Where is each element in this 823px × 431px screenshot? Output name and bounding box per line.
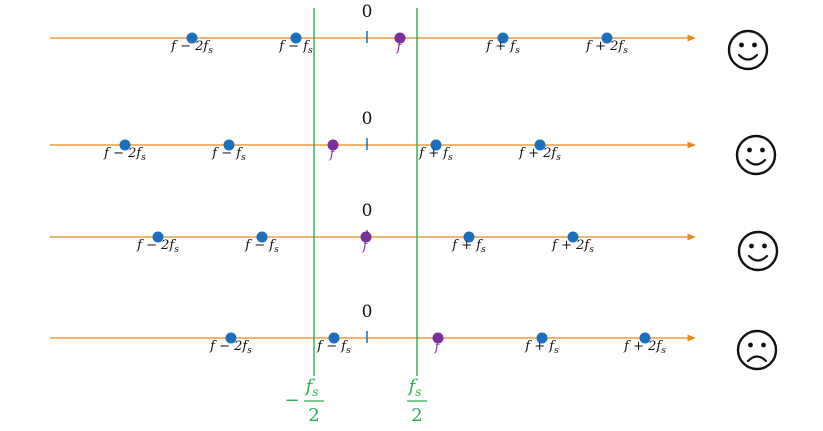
smiley-face-icon [727,29,769,71]
replica-label: f + fs [524,339,559,356]
replica-dot [430,139,442,151]
boundary-numerator: fs [304,376,319,399]
replica-label: f − 2fs [136,238,179,255]
replica-label: f + 2fs [518,146,561,163]
signal-dot [360,231,372,243]
replica-dot [463,231,475,243]
signal-label: f [396,40,404,55]
replica-dot [497,32,509,44]
boundary-denominator: 2 [308,405,319,426]
positive-half-fs-boundary: fs 2 [407,8,427,426]
replica-dot [256,231,268,243]
frequency-row: 0 f − 2fs f − fs f + fs f + 2fs f [50,109,696,163]
boundary-numerator: fs [407,376,422,399]
replica-label: f − 2fs [170,39,213,56]
replica-dot [186,32,198,44]
zero-label: 0 [362,109,373,129]
boundary-denominator: 2 [411,405,422,426]
replica-dot [223,139,235,151]
replica-label: f + 2fs [623,339,666,356]
frequency-rows: 0 f − 2fs f − fs f + fs f + 2fs f 0 f − 2fs f − … [50,2,696,356]
frequency-row: 0 f − 2fs f − fs f + fs f + 2fs f [50,201,696,255]
replica-label: f + fs [418,146,453,163]
replica-label: f − 2fs [209,339,252,356]
replica-label: f + 2fs [551,238,594,255]
frequency-row: 0 f − 2fs f − fs f + fs f + 2fs f [50,2,696,56]
smiley-face-icon [737,230,779,272]
replica-label: f − fs [278,39,313,56]
smiley-face-icon [735,134,777,176]
replica-dot [225,332,237,344]
zero-label: 0 [362,2,373,22]
replica-label: f + 2fs [585,39,628,56]
boundary-sign: − [284,390,299,411]
signal-label: f [362,239,370,254]
negative-half-fs-boundary: −fs 2 [284,8,324,426]
replica-dot [119,139,131,151]
signal-dot [394,32,406,44]
replica-dot [536,332,548,344]
replica-dot [152,231,164,243]
replica-label: f − fs [244,238,279,255]
frowny-face-icon [736,329,778,371]
frequency-row: 0 f − 2fs f − fs f + fs f + 2fs f [50,302,696,356]
result-faces [727,29,779,371]
signal-label: f [329,147,337,162]
replica-label: f − fs [211,146,246,163]
replica-dot [328,332,340,344]
replica-dot [639,332,651,344]
replica-label: f + fs [485,39,520,56]
replica-dot [534,139,546,151]
replica-dot [601,32,613,44]
signal-dot [327,139,339,151]
replica-label: f + fs [451,238,486,255]
signal-dot [432,332,444,344]
signal-label: f [434,340,442,355]
zero-label: 0 [362,201,373,221]
replica-label: f − fs [316,339,351,356]
zero-label: 0 [362,302,373,322]
replica-dot [290,32,302,44]
replica-dot [567,231,579,243]
replica-label: f − 2fs [103,146,146,163]
